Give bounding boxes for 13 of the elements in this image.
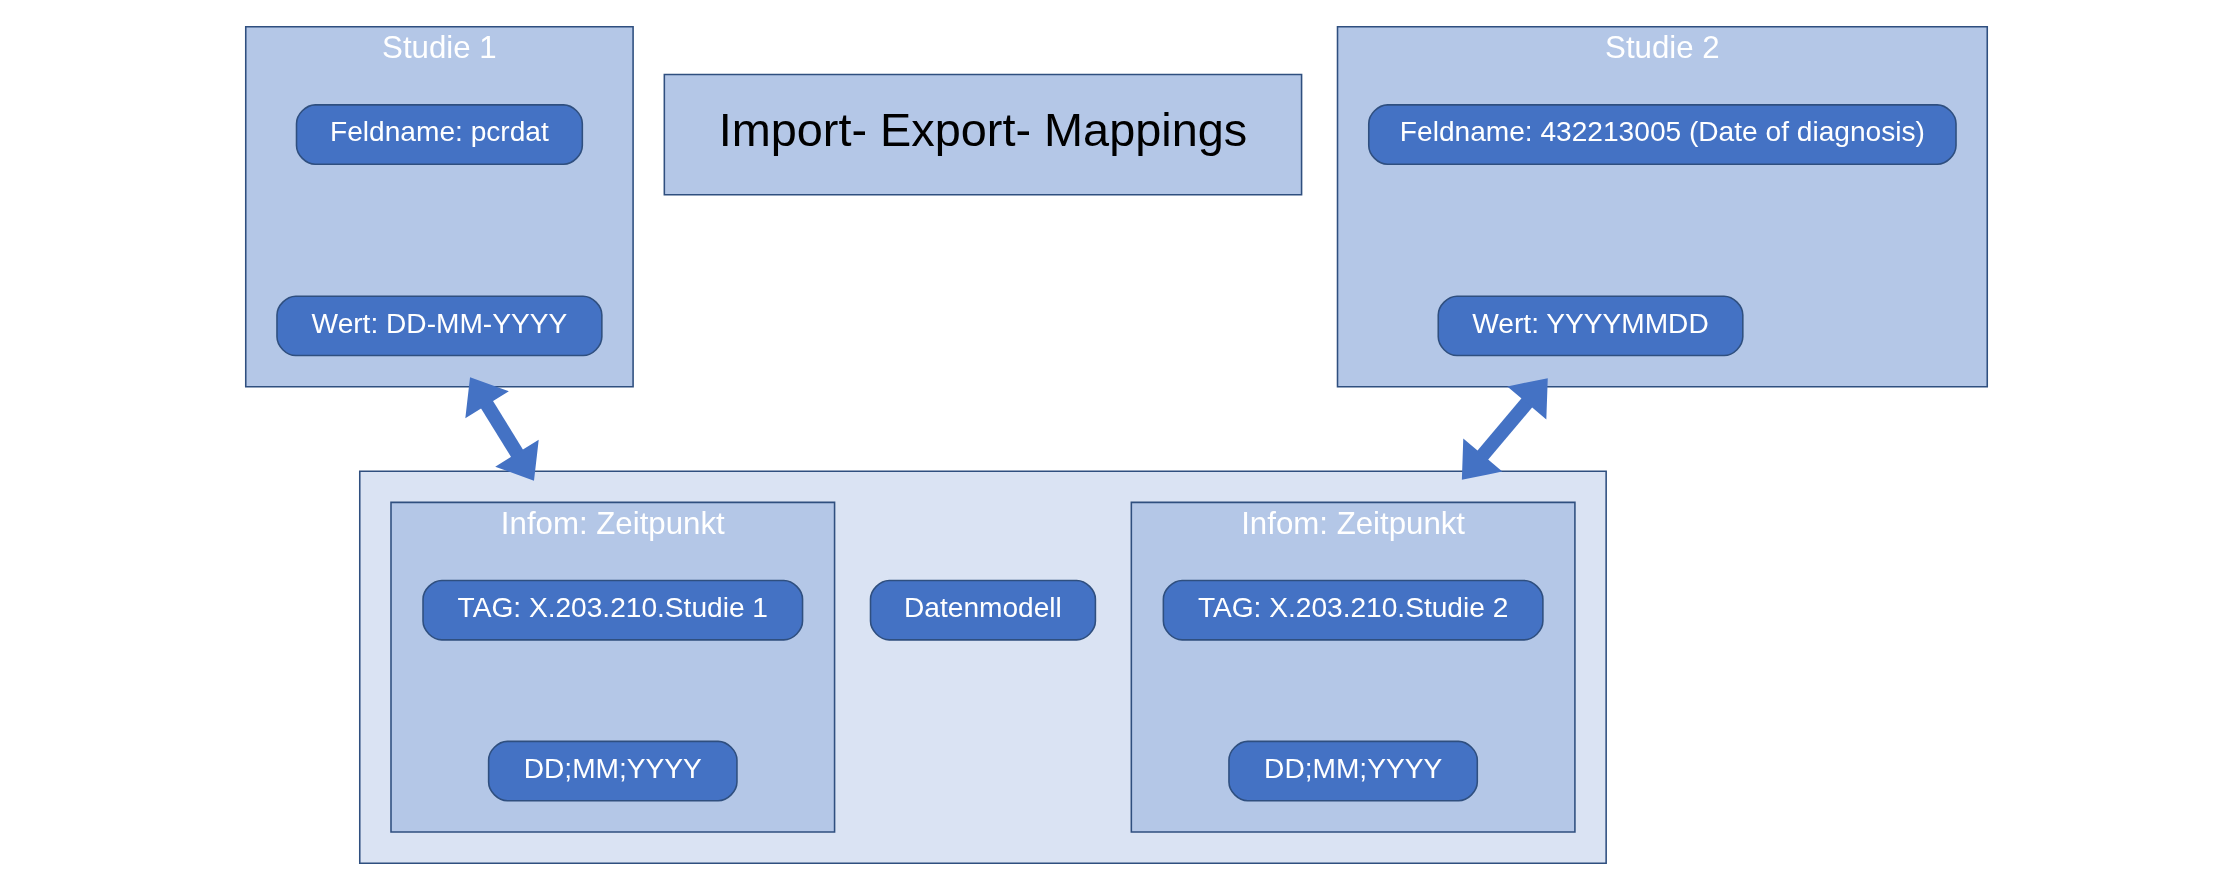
arrow: [1461, 378, 1548, 480]
node-box: TAG: X.203.210.Studie 1: [422, 579, 804, 641]
node-box: Feldname: 432213005 (Date of diagnosis): [1367, 104, 1957, 166]
node-box: Feldname: pcrdat: [295, 104, 584, 166]
node-box: Wert: YYYYMMDD: [1437, 295, 1744, 357]
arrow: [465, 377, 539, 481]
node-box: TAG: X.203.210.Studie 2: [1162, 579, 1544, 641]
node-box: Wert: DD-MM-YYYY: [276, 295, 603, 357]
node-box: DD;MM;YYYY: [487, 740, 738, 802]
cluster: [359, 470, 1607, 864]
node-box: Datenmodell: [869, 579, 1097, 641]
node-box: DD;MM;YYYY: [1228, 740, 1479, 802]
node-box: Import- Export- Mappings: [663, 73, 1303, 196]
